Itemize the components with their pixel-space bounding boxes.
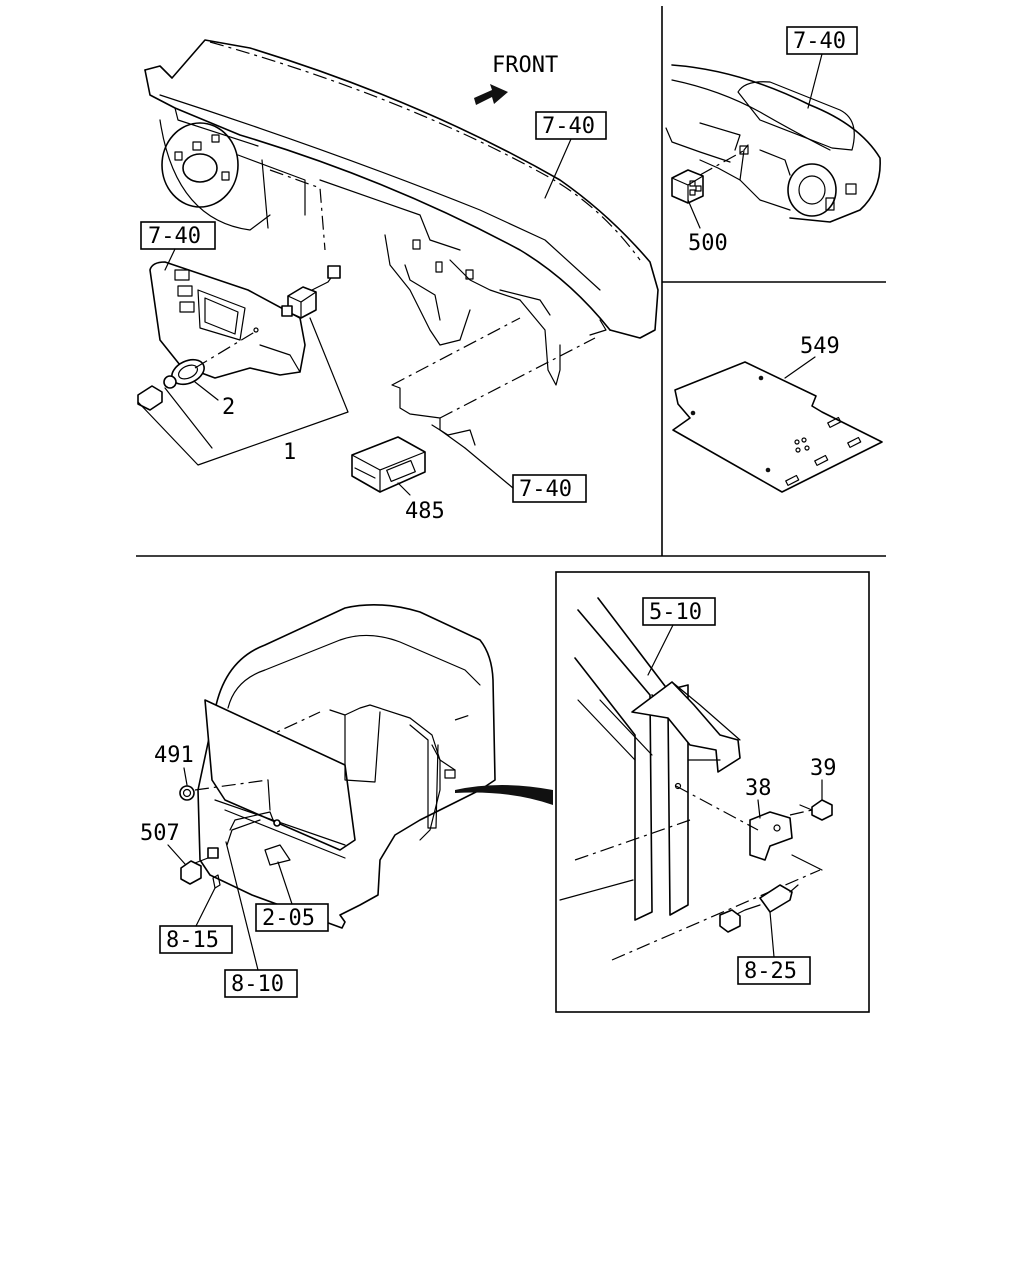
front-direction-indicator: FRONT	[474, 53, 558, 105]
ref-box-2-05: 2-05	[255, 861, 329, 932]
dashboard-assembly	[144, 39, 659, 493]
ref-box-7-40-panel	[140, 221, 216, 250]
part-38-label: 38	[745, 776, 772, 801]
svg-text:7-40: 7-40	[519, 477, 572, 502]
ref-box-8-25: 8-25	[737, 911, 811, 985]
console-detail	[665, 64, 881, 223]
front-label: FRONT	[492, 53, 558, 78]
svg-text:5-10: 5-10	[649, 600, 702, 625]
ref-box-5-10: 5-10	[642, 597, 716, 676]
switch-panel-assembly: 7-40	[137, 221, 349, 466]
ref-box-8-15: 8-15	[159, 887, 233, 954]
ref-box-8-10: 8-10	[224, 841, 298, 998]
svg-text:8-15: 8-15	[166, 928, 219, 953]
svg-text:7-40: 7-40	[793, 29, 846, 54]
svg-text:7-40: 7-40	[148, 224, 201, 249]
pillar-detail	[559, 597, 833, 961]
detail-callout-icon	[455, 785, 553, 805]
switch-507-icon	[180, 860, 202, 885]
part-500-label: 500	[688, 231, 728, 256]
front-arrow-icon	[474, 84, 508, 105]
part-491-label: 491	[154, 743, 194, 768]
ref-box-7-40-dashboard: 7-40	[535, 111, 607, 199]
part-485-label: 485	[405, 499, 445, 524]
ref-box-7-40-console: 7-40	[786, 26, 858, 109]
part-2-label: 2	[222, 395, 235, 420]
part-39-label: 39	[810, 756, 837, 781]
part-1-label: 1	[283, 440, 296, 465]
caution-label-549	[672, 361, 883, 493]
ref-box-7-40-ecu: 7-40	[464, 447, 587, 503]
svg-text:8-25: 8-25	[744, 959, 797, 984]
svg-text:7-40: 7-40	[542, 114, 595, 139]
part-507-label: 507	[140, 821, 180, 846]
svg-text:8-10: 8-10	[231, 972, 284, 997]
cab-assembly	[194, 604, 553, 929]
svg-text:2-05: 2-05	[262, 906, 315, 931]
part-549-label: 549	[800, 334, 840, 359]
grommet-491-icon	[179, 785, 195, 801]
